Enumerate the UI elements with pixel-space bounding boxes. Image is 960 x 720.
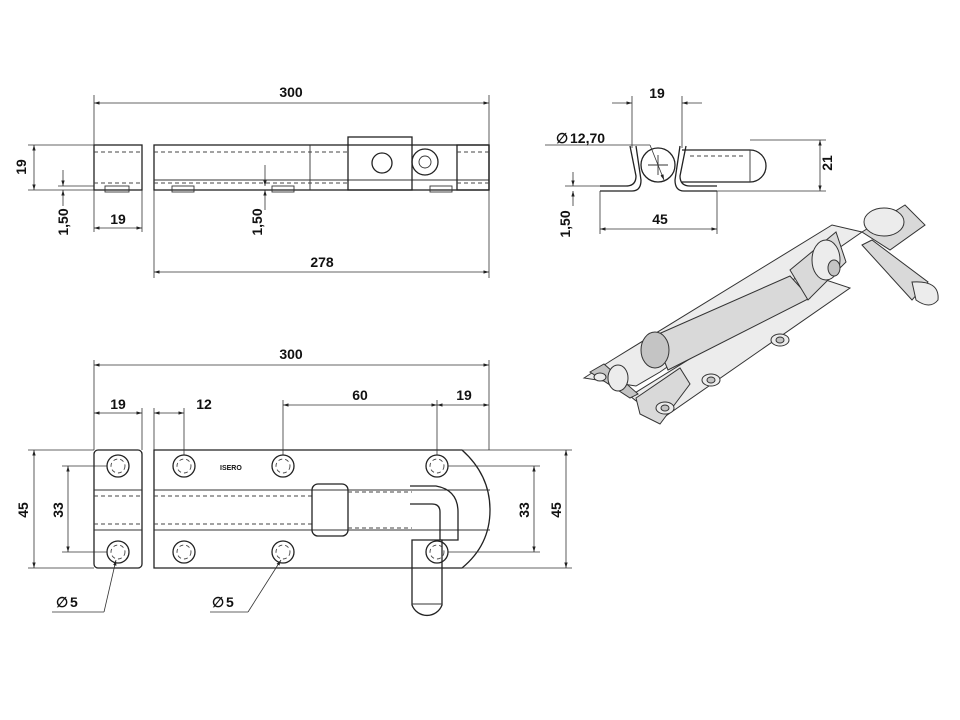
top-plate-width-label: 19 xyxy=(110,211,126,227)
isometric-view xyxy=(582,204,939,425)
side-base-width-label: 45 xyxy=(652,211,668,227)
front-body xyxy=(153,449,491,569)
side-diameter-symbol: ∅ xyxy=(556,130,568,146)
top-height-label: 19 xyxy=(13,159,29,175)
front-dia-left-symbol: ∅ xyxy=(56,594,68,610)
front-view: ISERO 300 19 12 60 19 45 33 33 45 xyxy=(15,346,572,617)
front-dia-left-label: 5 xyxy=(70,594,78,610)
top-inner-length-label: 278 xyxy=(310,254,334,270)
top-length-label: 300 xyxy=(279,84,303,100)
front-left-plate-label: 19 xyxy=(110,396,126,412)
front-hole-offset-label: 12 xyxy=(196,396,212,412)
front-pitch-right-label: 33 xyxy=(516,502,532,518)
front-height-right-label: 45 xyxy=(548,502,564,518)
side-diameter-label: 12,70 xyxy=(570,130,605,146)
front-right-plate-label: 19 xyxy=(456,387,472,403)
brand-stamp: ISERO xyxy=(220,465,242,472)
top-view: 300 19 1,50 19 1,50 278 xyxy=(13,84,490,278)
hole-group xyxy=(106,454,449,564)
top-thickness-left-label: 1,50 xyxy=(55,208,71,235)
front-length-label: 300 xyxy=(279,346,303,362)
front-hole-spacing-label: 60 xyxy=(352,387,368,403)
top-thickness-mid-label: 1,50 xyxy=(249,208,265,235)
side-width-label: 19 xyxy=(649,85,665,101)
front-dia-mid-symbol: ∅ xyxy=(212,594,224,610)
front-height-left-label: 45 xyxy=(15,502,31,518)
side-thickness-label: 1,50 xyxy=(557,210,573,237)
front-dia-mid-label: 5 xyxy=(226,594,234,610)
front-pitch-left-label: 33 xyxy=(50,502,66,518)
top-left-plate xyxy=(93,144,143,191)
front-left-plate xyxy=(93,449,143,569)
side-view: 19 ∅ 12,70 21 1,50 45 xyxy=(545,85,835,238)
side-height-label: 21 xyxy=(819,155,835,171)
